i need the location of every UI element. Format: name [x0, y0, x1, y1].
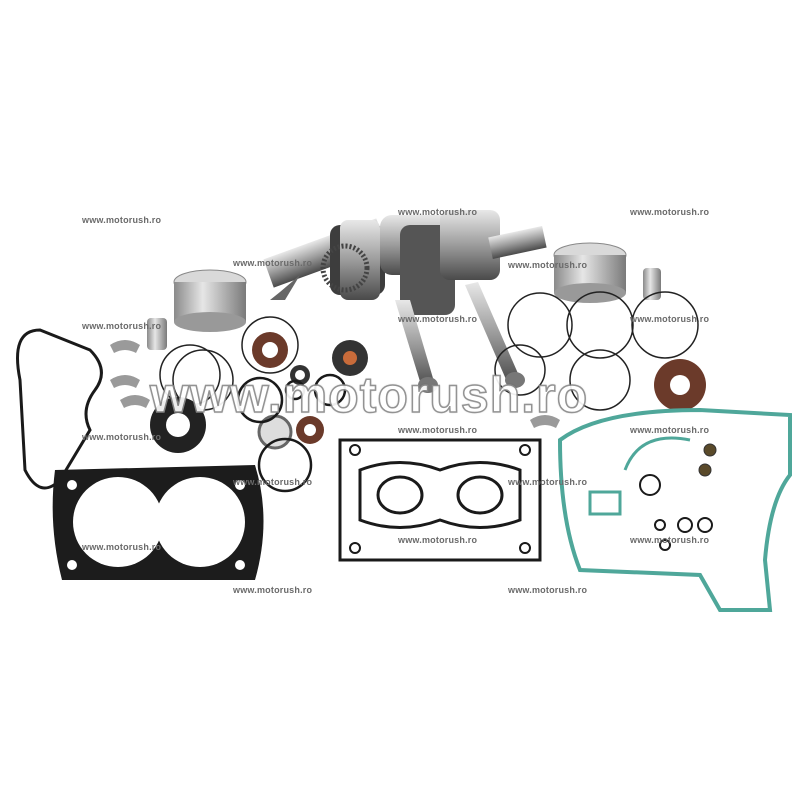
watermark-text: www.motorush.ro: [630, 207, 710, 217]
watermark-text: www.motorush.ro: [82, 215, 162, 225]
watermark-text: www.motorush.ro: [233, 258, 313, 268]
watermark-text: www.motorush.ro: [630, 535, 710, 545]
watermark-text: www.motorush.ro: [398, 207, 478, 217]
piston-left: [173, 269, 247, 332]
watermark-text: www.motorush.ro: [233, 477, 313, 487]
watermark-text: www.motorush.ro: [508, 260, 588, 270]
watermark-text: www.motorush.ro: [82, 321, 162, 331]
base-gasket-center: [338, 438, 542, 562]
crankshaft: [263, 210, 547, 393]
bearing-shells: [110, 340, 560, 428]
watermark-text: www.motorush.ro: [398, 535, 478, 545]
watermark-text: www.motorush.ro: [398, 314, 478, 324]
watermark-text: www.motorush.ro: [398, 425, 478, 435]
watermark-text: www.motorush.ro: [508, 477, 588, 487]
watermark-text: www.motorush.ro: [630, 425, 710, 435]
case-gasket-green: [557, 407, 792, 612]
watermark-text: www.motorush.ro: [82, 542, 162, 552]
wrist-pin-left: [147, 318, 167, 350]
oil-seals: [150, 332, 706, 453]
watermark-large: www.motorush.ro: [149, 366, 589, 424]
watermark-text: www.motorush.ro: [82, 432, 162, 442]
watermark-text: www.motorush.ro: [508, 585, 588, 595]
head-gasket-black: [52, 465, 264, 580]
wrist-pin-right: [643, 268, 661, 300]
watermark-text: www.motorush.ro: [630, 314, 710, 324]
side-cover-gasket: [16, 328, 103, 490]
o-rings: [236, 373, 347, 493]
watermark-text: www.motorush.ro: [233, 585, 313, 595]
